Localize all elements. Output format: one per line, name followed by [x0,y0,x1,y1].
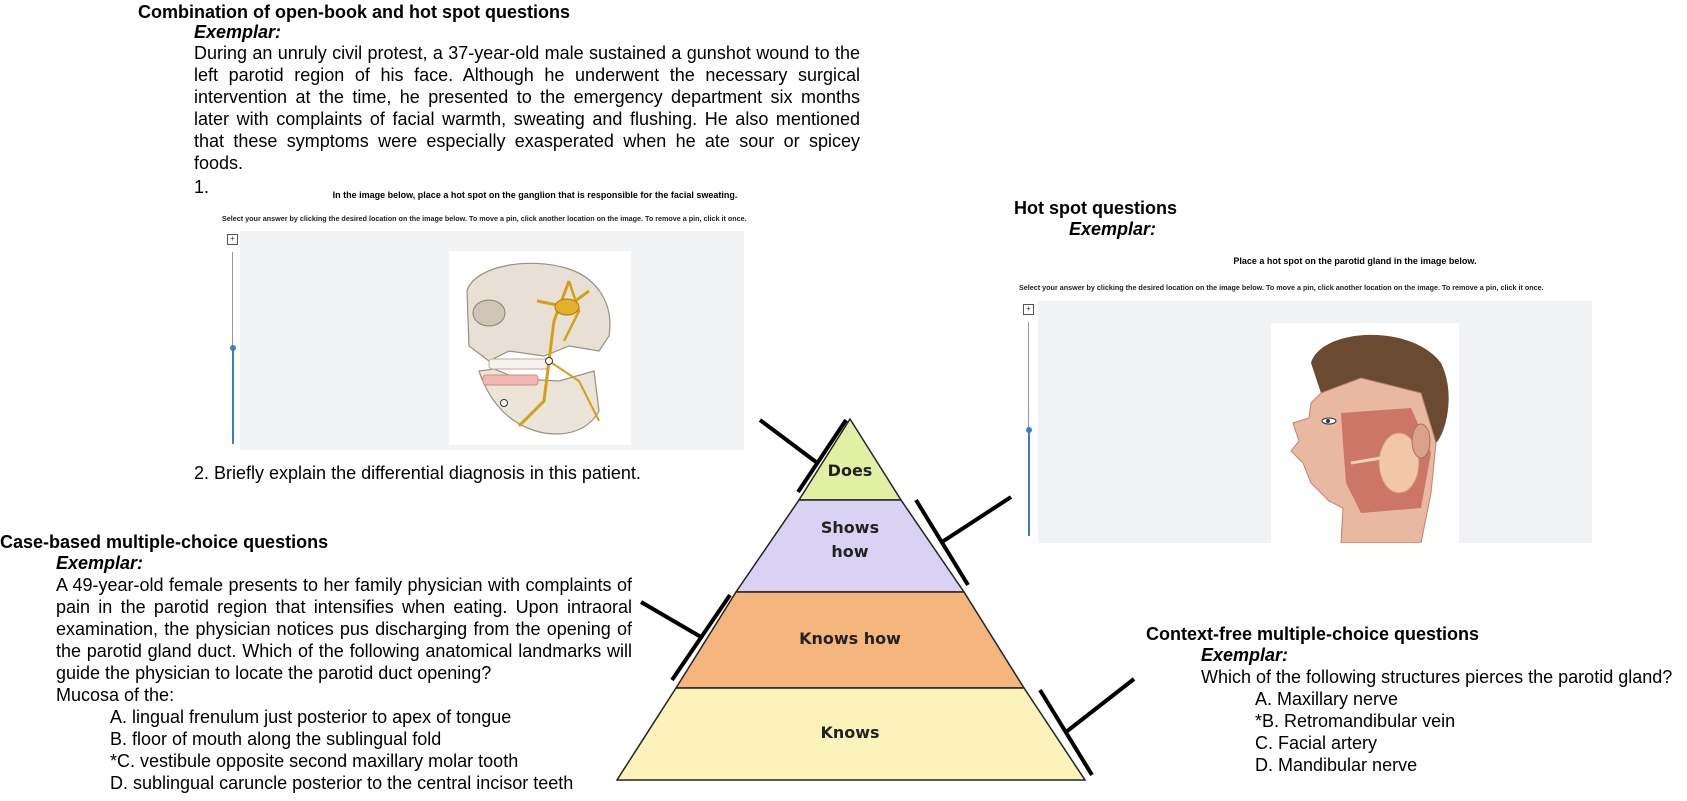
zoom-box-icon[interactable]: + [227,234,238,245]
image-viewer-skull[interactable] [240,231,744,450]
case-heading: Case-based multiple-choice questions [0,532,329,552]
context-option: A. Maxillary nerve [1255,689,1399,709]
case-option: A. lingual frenulum just posterior to ap… [110,707,512,727]
pyramid-label-how: how [831,542,868,561]
context-option: C. Facial artery [1255,733,1378,753]
zoom-slider-fill [232,348,234,444]
case-exemplar: Exemplar: [56,553,144,573]
context-options: A. Maxillary nerve *B. Retromandibular v… [1255,688,1455,776]
combo-q1-number: 1. [194,177,210,197]
pyramid-label-knows: Knows [820,723,879,742]
hotspot-panel-instructions: Select your answer by clicking the desir… [1019,283,1544,292]
context-stem: Which of the following structures pierce… [1201,667,1673,687]
zoom-slider-fill-2 [1028,430,1030,536]
combo-scenario: During an unruly civil protest, a 37-yea… [194,43,860,173]
pyramid-tier-shows-how [734,499,966,593]
pyramid-label-does: Does [828,461,873,480]
connector-does [758,418,848,494]
pyramid-tier-knows-how [674,591,1026,689]
context-heading: Context-free multiple-choice questions [1146,624,1480,644]
hotspot-exemplar: Exemplar: [1069,219,1157,239]
case-option: *C. vestibule opposite second maxillary … [110,751,519,771]
zoom-slider-knob[interactable] [230,345,236,351]
zoom-box-icon-2[interactable]: + [1023,304,1034,315]
combo-q2: 2. Briefly explain the differential diag… [194,463,641,483]
skull-nerve-illustration-icon[interactable] [449,251,631,445]
pyramid-tier-does [797,417,903,501]
pyramid-label-shows: Shows [821,518,879,537]
head-parotid-illustration-icon[interactable] [1271,323,1459,543]
context-option: D. Mandibular nerve [1255,755,1418,775]
image-viewer-head[interactable] [1038,301,1592,543]
connector-knows [1038,677,1136,777]
case-stem-tail: Mucosa of the: [56,685,175,705]
combo-heading: Combination of open-book and hot spot qu… [138,2,570,22]
context-option: *B. Retromandibular vein [1255,711,1456,731]
pyramid-label-knows-how: Knows how [799,629,901,648]
combo-panel-instructions: Select your answer by clicking the desir… [222,214,747,223]
case-options: A. lingual frenulum just posterior to ap… [110,706,573,794]
combo-exemplar: Exemplar: [194,22,282,42]
combo-panel-title: In the image below, place a hot spot on … [332,190,738,200]
hotspot-panel-title: Place a hot spot on the parotid gland in… [1233,256,1477,266]
connector-knows-how [639,593,732,682]
connector-shows-how [914,495,1013,587]
pyramid-tier-knows [615,687,1087,781]
case-stem: A 49-year-old female presents to her fam… [56,575,632,683]
case-option: B. floor of mouth along the sublingual f… [110,729,442,749]
case-option: D. sublingual caruncle posterior to the … [110,773,574,793]
zoom-slider-knob-2[interactable] [1026,427,1032,433]
hotspot-heading: Hot spot questions [1014,198,1177,218]
context-exemplar: Exemplar: [1201,645,1289,665]
